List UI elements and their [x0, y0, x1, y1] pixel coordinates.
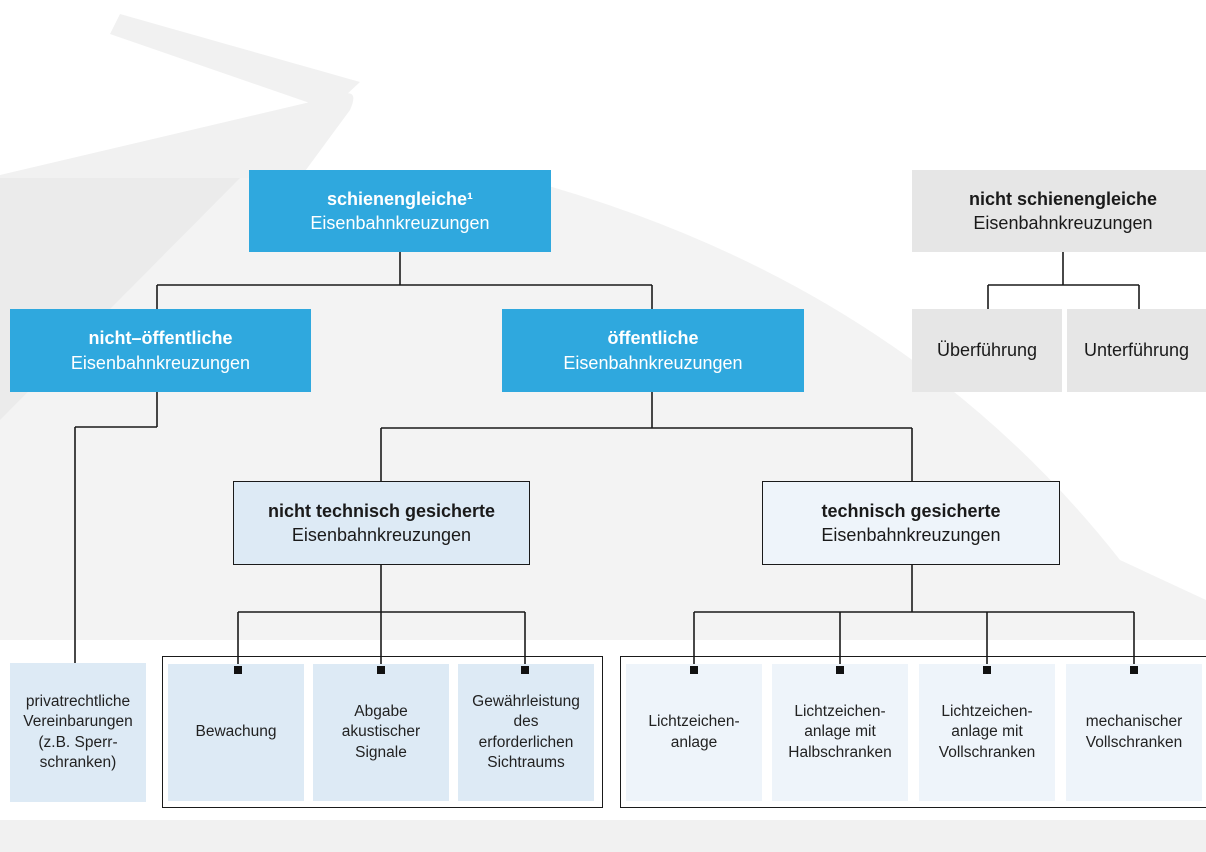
node-nicht-oeffentliche-title: nicht–öffentliche: [88, 328, 233, 349]
leaf-mechanische-vollschranken: mechanischer Vollschranken: [1066, 664, 1202, 801]
connector-marker: [234, 666, 242, 674]
connector-marker: [377, 666, 385, 674]
leaf-line: mechanischer: [1085, 713, 1183, 731]
leaf-line: des: [513, 713, 539, 731]
leaf-lichtzeichenanlage: Lichtzeichen- anlage: [626, 664, 762, 801]
node-nicht-oeffentliche-sub: Eisenbahnkreuzungen: [70, 352, 251, 373]
leaf-privat-line: privatrechtliche: [25, 693, 131, 711]
leaf-line: Vollschranken: [938, 743, 1036, 761]
connector-marker: [836, 666, 844, 674]
node-nicht-technisch-title: nicht technisch gesicherte: [267, 500, 496, 521]
node-nicht-schienengleiche: nicht schienengleiche Eisenbahnkreuzunge…: [912, 170, 1206, 252]
node-technisch-gesichert: technisch gesicherte Eisenbahnkreuzungen: [762, 481, 1060, 565]
leaf-bewachung: Bewachung: [168, 664, 304, 801]
leaf-line: anlage: [670, 733, 718, 751]
node-schienengleiche: schienengleiche¹ Eisenbahnkreuzungen: [249, 170, 551, 252]
leaf-line: Halbschranken: [788, 743, 892, 761]
connector-marker: [521, 666, 529, 674]
node-unterfuehrung: Unterführung: [1067, 309, 1206, 392]
node-unterfuehrung-label: Unterführung: [1083, 340, 1190, 361]
leaf-line: anlage mit: [804, 723, 876, 741]
leaf-lichtzeichen-vollschranken: Lichtzeichen- anlage mit Vollschranken: [919, 664, 1055, 801]
leaf-line: erforderlichen: [478, 733, 574, 751]
leaf-privat-line: (z.B. Sperr-: [38, 733, 118, 751]
node-nicht-oeffentliche: nicht–öffentliche Eisenbahnkreuzungen: [10, 309, 311, 392]
node-ueberfuehrung-label: Überführung: [936, 340, 1038, 361]
leaf-line: Sichtraums: [487, 753, 565, 771]
group-frame-technisch: [620, 656, 1206, 808]
node-oeffentliche-sub: Eisenbahnkreuzungen: [563, 352, 743, 373]
node-oeffentliche-title: öffentliche: [607, 328, 699, 349]
group-frame-nicht-technisch: [162, 656, 603, 808]
leaf-line: akustischer: [341, 723, 421, 741]
node-technisch-title: technisch gesicherte: [821, 500, 1001, 521]
leaf-line: Lichtzeichen-: [794, 703, 886, 721]
leaf-privat-line: schranken): [39, 753, 117, 771]
leaf-privat-line: Vereinbarungen: [23, 713, 133, 731]
node-nicht-technisch-sub: Eisenbahnkreuzungen: [291, 525, 472, 545]
leaf-privatrechtlich: privatrechtliche Vereinbarungen (z.B. Sp…: [10, 663, 146, 802]
leaf-line: anlage mit: [951, 723, 1023, 741]
node-technisch-sub: Eisenbahnkreuzungen: [821, 525, 1001, 545]
connector-marker: [690, 666, 698, 674]
node-ueberfuehrung: Überführung: [912, 309, 1062, 392]
leaf-line: Vollschranken: [1085, 733, 1183, 751]
leaf-akustische-signale: Abgabe akustischer Signale: [313, 664, 449, 801]
leaf-line: Signale: [355, 743, 407, 761]
node-oeffentliche: öffentliche Eisenbahnkreuzungen: [502, 309, 804, 392]
node-nicht-schienengleiche-sub: Eisenbahnkreuzungen: [973, 213, 1153, 233]
leaf-lichtzeichen-halbschranken: Lichtzeichen- anlage mit Halbschranken: [772, 664, 908, 801]
node-nicht-technisch-gesichert: nicht technisch gesicherte Eisenbahnkreu…: [233, 481, 530, 565]
leaf-line: Lichtzeichen-: [648, 713, 740, 731]
node-nicht-schienengleiche-title: nicht schienengleiche: [968, 188, 1158, 209]
leaf-sichtraum: Gewährleistung des erforderlichen Sichtr…: [458, 664, 594, 801]
node-schienengleiche-sub: Eisenbahnkreuzungen: [310, 213, 490, 233]
node-schienengleiche-title: schienengleiche¹: [326, 188, 474, 209]
leaf-line: Gewährleistung: [472, 693, 580, 711]
leaf-line: Bewachung: [195, 723, 277, 741]
connector-marker: [983, 666, 991, 674]
leaf-line: Abgabe: [354, 703, 408, 721]
leaf-line: Lichtzeichen-: [941, 703, 1033, 721]
connector-marker: [1130, 666, 1138, 674]
